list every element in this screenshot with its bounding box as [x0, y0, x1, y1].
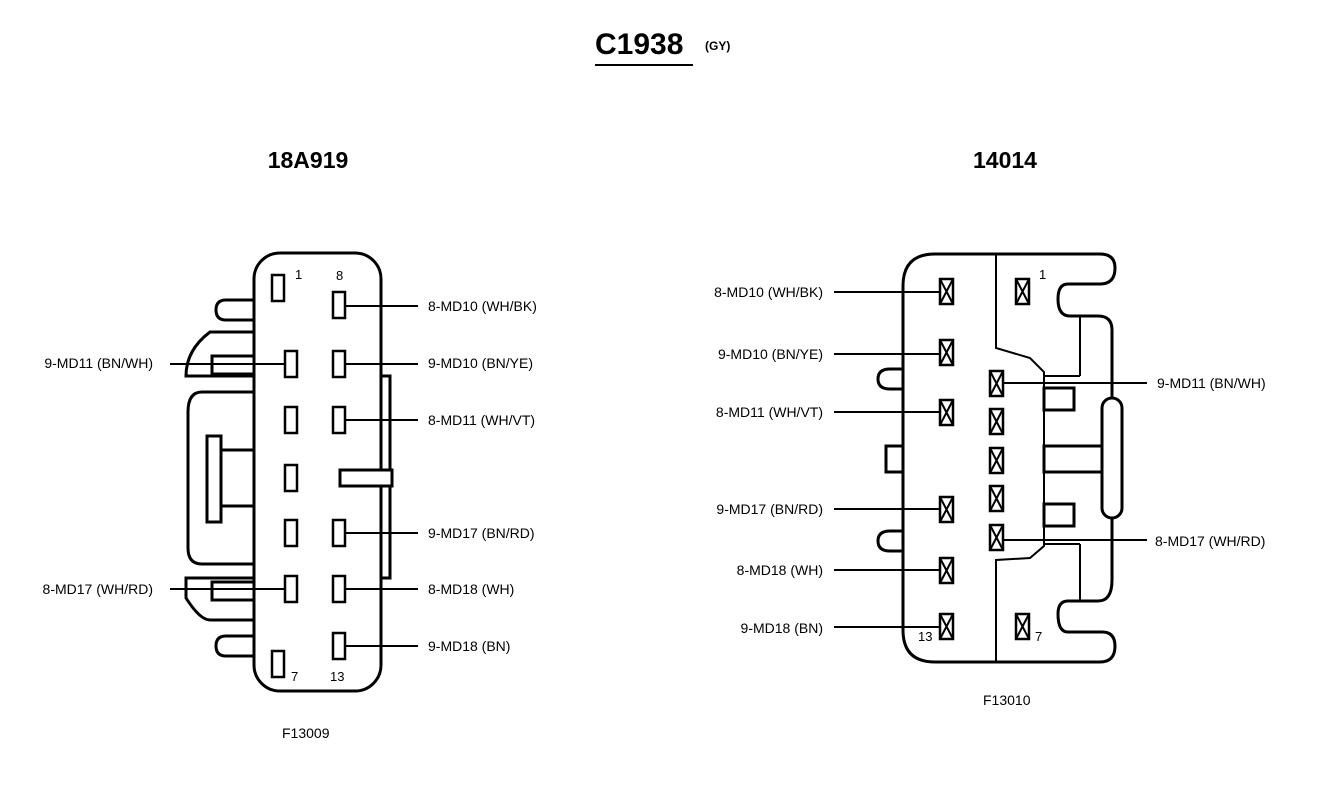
- right-pin: [938, 556, 955, 585]
- wire-label: 8-MD18 (WH): [737, 562, 823, 578]
- left-pin-5: [283, 518, 299, 548]
- left-pin-8: [331, 290, 347, 320]
- wire-label: 9-MD17 (BN/RD): [716, 501, 823, 517]
- right-pin-number: 1: [1039, 267, 1046, 282]
- right-pin-numbers: 1 13 7: [918, 267, 1046, 644]
- right-pin: [988, 523, 1005, 552]
- left-pin-6: [283, 574, 299, 604]
- right-leader-lines: [834, 291, 1147, 628]
- wire-label: 8-MD10 (WH/BK): [714, 284, 823, 300]
- left-upper-tab: [214, 298, 256, 322]
- right-inner-block: [1042, 502, 1076, 528]
- wire-label: 8-MD17 (WH/RD): [1155, 533, 1265, 549]
- right-connector-outline: [876, 252, 1124, 664]
- connector-title: C1938: [595, 28, 683, 61]
- right-pin: [988, 407, 1005, 436]
- connector-color-code: (GY): [705, 39, 730, 53]
- right-pin: [938, 495, 955, 524]
- right-side-lozenge: [1100, 396, 1124, 520]
- right-pin-number: 7: [1035, 629, 1042, 644]
- wire-label: 9-MD11 (BN/WH): [1157, 375, 1266, 391]
- left-pin-number: 7: [291, 669, 298, 684]
- right-pin: [938, 398, 955, 427]
- left-part-number: 18A919: [268, 147, 349, 173]
- wire-label: 9-MD18 (BN): [428, 638, 510, 654]
- wire-label: 9-MD10 (BN/YE): [718, 346, 823, 362]
- left-pin-number: 13: [330, 669, 344, 684]
- right-side-key: [338, 468, 394, 488]
- right-wire-labels: 8-MD10 (WH/BK) 9-MD10 (BN/YE) 9-MD11 (BN…: [714, 284, 1266, 636]
- right-inner-block: [1042, 386, 1076, 412]
- left-pin-12: [331, 574, 347, 604]
- wire-label: 8-MD11 (WH/VT): [716, 404, 823, 420]
- right-pin: [988, 484, 1005, 513]
- right-pin: [1014, 612, 1031, 641]
- wire-label: 9-MD10 (BN/YE): [428, 355, 533, 371]
- right-pin: [938, 612, 955, 641]
- right-connector-body: [901, 252, 1117, 664]
- right-pin: [1014, 277, 1031, 306]
- wire-label: 9-MD17 (BN/RD): [428, 525, 535, 541]
- left-side-key: [205, 434, 223, 524]
- left-pin-2: [283, 349, 299, 379]
- left-figure-id: F13009: [282, 725, 330, 741]
- left-connector-pins: [270, 273, 347, 679]
- right-figure-id: F13010: [983, 692, 1031, 708]
- left-wire-labels: 8-MD10 (WH/BK) 9-MD11 (BN/WH) 9-MD10 (BN…: [43, 298, 537, 654]
- right-pin: [938, 277, 955, 306]
- left-pin-3: [283, 405, 299, 435]
- left-pin-7: [270, 649, 286, 679]
- wire-label: 8-MD10 (WH/BK): [428, 298, 537, 314]
- right-pin: [938, 338, 955, 367]
- right-connector-pins: [938, 277, 1031, 641]
- left-pin-4: [283, 463, 299, 493]
- right-lower-left-tab: [876, 529, 903, 553]
- left-lower-tab: [214, 634, 256, 658]
- left-pin-1: [270, 273, 286, 303]
- right-pin: [988, 369, 1005, 398]
- left-pin-10: [331, 405, 347, 435]
- right-pin-number: 13: [918, 629, 932, 644]
- left-pin-13: [331, 631, 347, 661]
- left-lower-latch-slot: [210, 580, 258, 602]
- right-pin: [988, 446, 1005, 475]
- left-pin-number: 1: [295, 267, 302, 282]
- left-leader-lines: [170, 305, 418, 647]
- left-side-key-block: [219, 448, 258, 508]
- left-pin-number: 8: [336, 268, 343, 283]
- wire-label: 8-MD17 (WH/RD): [43, 581, 153, 597]
- left-pin-9: [331, 349, 347, 379]
- wire-label: 9-MD18 (BN): [741, 620, 823, 636]
- right-part-number: 14014: [973, 147, 1037, 173]
- left-pin-numbers: 1 8 7 13: [291, 267, 344, 684]
- wire-label: 8-MD11 (WH/VT): [428, 412, 535, 428]
- wire-label: 9-MD11 (BN/WH): [44, 355, 153, 371]
- left-pin-11: [331, 518, 347, 548]
- wire-label: 8-MD18 (WH): [428, 581, 514, 597]
- right-upper-left-tab: [876, 367, 903, 391]
